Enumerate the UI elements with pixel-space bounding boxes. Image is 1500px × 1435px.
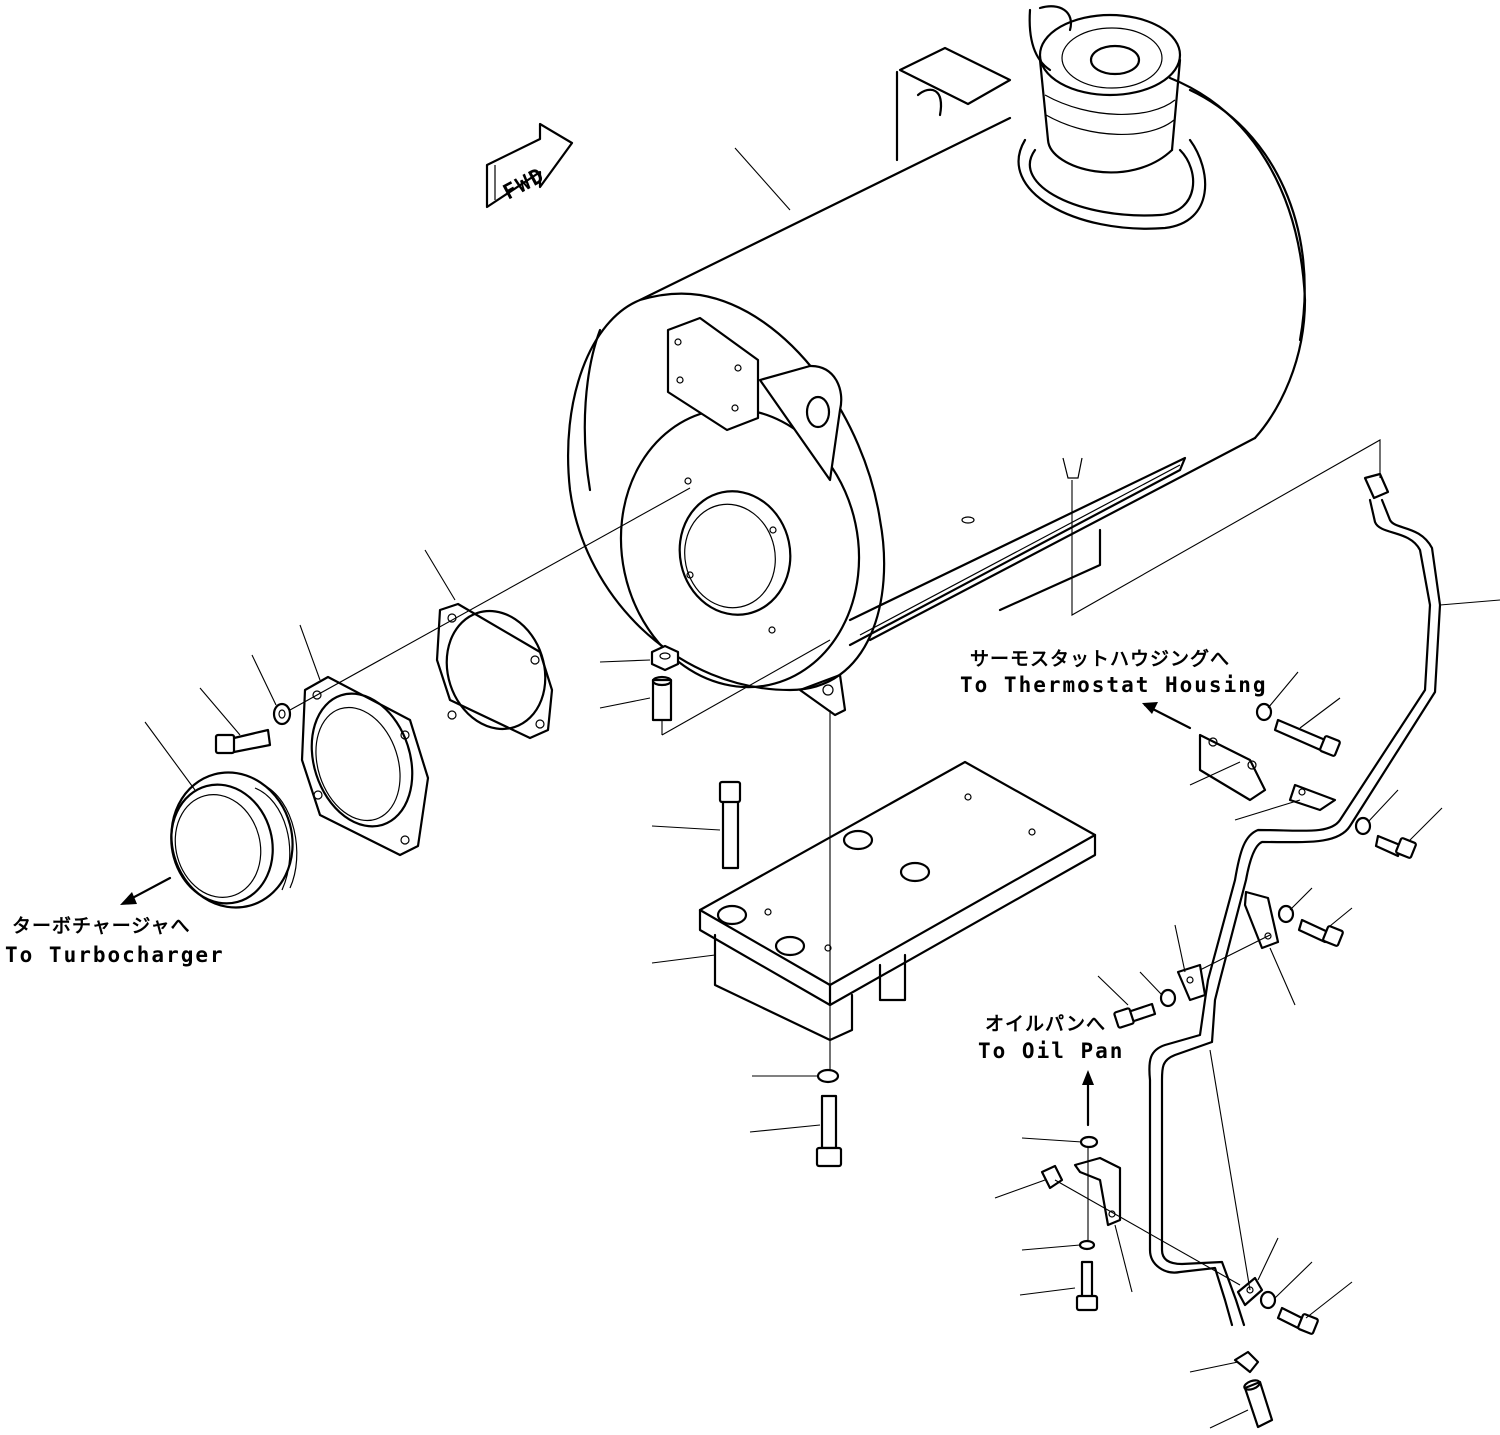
thermostat-label-en: To Thermostat Housing	[960, 673, 1268, 697]
fwd-label: FWD	[499, 163, 549, 205]
nut-spacer	[650, 644, 680, 722]
mount-bracket	[698, 760, 1097, 1168]
turbocharger-label-en: To Turbocharger	[5, 943, 225, 967]
flange	[300, 675, 430, 857]
turbocharger-label-jp: ターボチャージャへ	[12, 915, 190, 937]
leader-lines	[144, 147, 1500, 1429]
gasket	[435, 602, 554, 740]
muffler-body	[566, 46, 1307, 717]
oil-pan-label-jp: オイルパンへ	[985, 1013, 1106, 1035]
oil-pan-label-en: To Oil Pan	[978, 1039, 1124, 1063]
oil-pipe	[1040, 472, 1442, 1429]
thermostat-label-jp: サーモスタットハウジングへ	[970, 647, 1230, 670]
clamp-ring	[170, 771, 298, 909]
connection-arrows	[120, 702, 1192, 1127]
forward-arrow: FWD	[485, 122, 574, 209]
outlet-pipe	[1017, 5, 1207, 230]
flange-bolt	[214, 702, 292, 755]
